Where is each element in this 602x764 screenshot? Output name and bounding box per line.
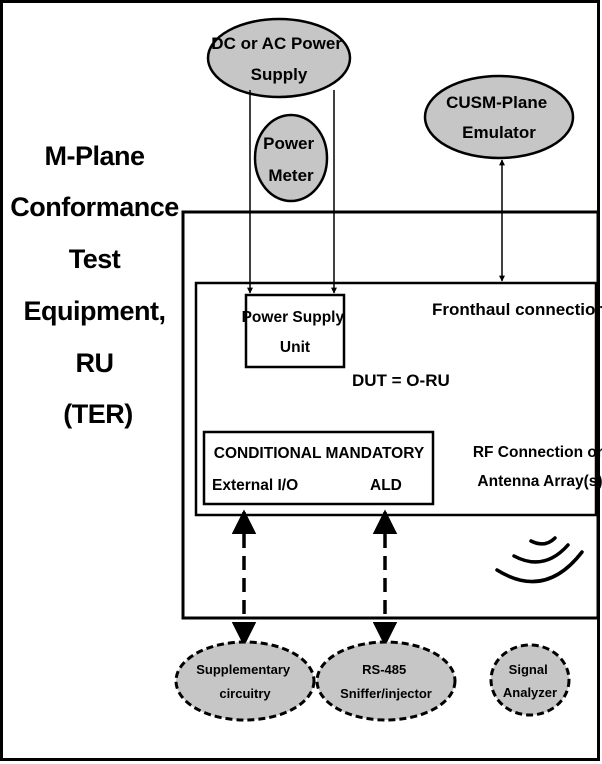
power-supply-label: DC or AC Power Supply — [211, 34, 346, 84]
power-meter-oval — [253, 113, 329, 203]
ter-title: M-Plane Conformance Test Equipment, RU (… — [10, 141, 186, 429]
signal-analyzer-label: Signal Analyzer — [503, 662, 557, 700]
conditional-mandatory-title: CONDITIONAL MANDATORY — [214, 445, 425, 462]
rs485-label: RS-485 Sniffer/injector — [340, 662, 432, 701]
supplementary-circuitry-label: Supplementary circuitry — [196, 662, 294, 701]
psu-box — [244, 293, 346, 369]
ald-label: ALD — [370, 477, 402, 494]
fronthaul-label: Fronthaul connection — [432, 300, 602, 319]
power-supply-oval — [206, 17, 352, 99]
rf-connection-label: RF Connection or Antenna Array(s) — [473, 444, 602, 490]
ter-title-line-3: Test — [69, 244, 121, 274]
ter-title-line-6: (TER) — [63, 399, 132, 429]
ter-title-line-1: M-Plane — [44, 141, 145, 171]
psu-label: Power Supply Unit — [242, 309, 349, 356]
dut-label: DUT = O-RU — [352, 371, 450, 390]
antenna-waves-icon — [495, 536, 584, 584]
conditional-mandatory-box — [202, 430, 435, 506]
rs485-oval — [315, 640, 457, 722]
ter-title-line-5: RU — [75, 348, 113, 378]
cusm-emulator-label: CUSM-Plane Emulator — [446, 93, 552, 142]
external-io-label: External I/O — [212, 477, 298, 494]
signal-analyzer-oval — [489, 643, 571, 717]
ter-title-line-4: Equipment, — [23, 296, 165, 326]
supplementary-circuitry-oval — [174, 640, 316, 722]
cusm-emulator-oval — [423, 74, 575, 160]
power-meter-label: Power Meter — [263, 134, 319, 185]
ter-title-line-2: Conformance — [10, 192, 179, 222]
